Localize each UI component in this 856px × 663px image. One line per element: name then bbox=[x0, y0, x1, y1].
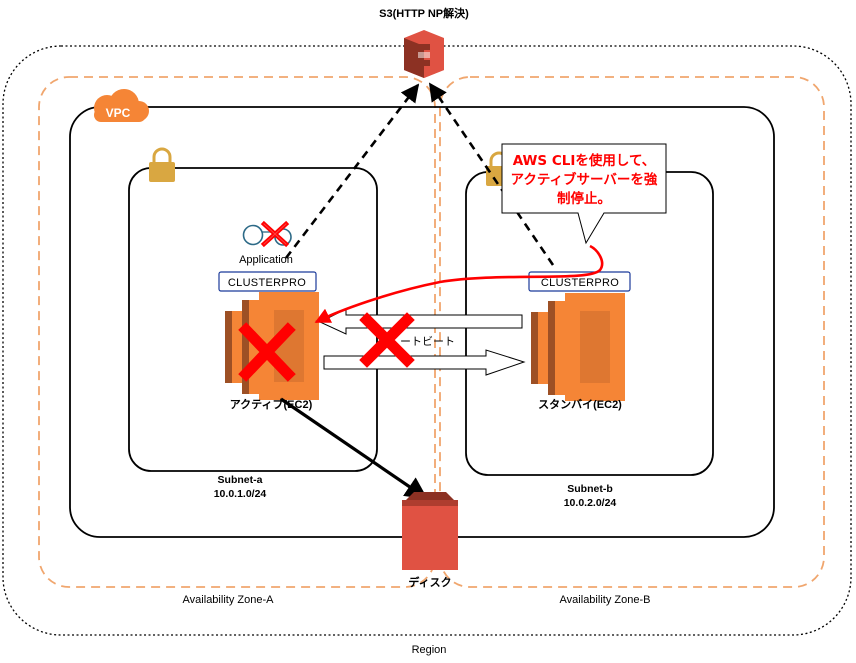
subnet-b-name: Subnet-b bbox=[567, 483, 613, 495]
application-label: Application bbox=[239, 254, 293, 266]
az-b-label: Availability Zone-B bbox=[560, 594, 651, 606]
callout-line-3: 制停止。 bbox=[557, 190, 611, 207]
clusterpro-box-a bbox=[218, 271, 317, 292]
force-stop-arrow bbox=[314, 244, 604, 324]
subnet-a-name: Subnet-a bbox=[218, 474, 263, 486]
dashed-arrow-app-to-s3 bbox=[284, 83, 420, 259]
ec2-instance-icon bbox=[531, 293, 625, 401]
disk-label: ディスク bbox=[408, 575, 451, 589]
callout-line-1: AWS CLIを使用して、 bbox=[513, 152, 656, 169]
callout-line-2: アクティブサーバーを強 bbox=[511, 171, 658, 188]
callout-box bbox=[501, 143, 667, 245]
ebs-disk-icon bbox=[402, 492, 458, 570]
standby-label: スタンバイ(EC2) bbox=[538, 398, 622, 411]
heartbeat-arrow-left bbox=[318, 308, 523, 335]
cross-icon bbox=[238, 322, 296, 382]
region-label: Region bbox=[412, 644, 447, 656]
vpc-cloud-icon: VPC bbox=[94, 89, 149, 122]
active-label: アクティブ(EC2) bbox=[230, 397, 313, 411]
heartbeat-label: ートビート bbox=[400, 335, 455, 348]
cross-icon bbox=[260, 220, 290, 248]
heartbeat-arrow-right bbox=[323, 349, 526, 376]
clusterpro-b-label: CLUSTERPRO bbox=[541, 277, 619, 289]
lock-icon bbox=[149, 147, 175, 182]
az-a-label: Availability Zone-A bbox=[183, 594, 275, 606]
cross-icon bbox=[359, 312, 415, 368]
vpc-label: VPC bbox=[106, 106, 131, 120]
s3-bucket-icon bbox=[404, 30, 444, 78]
s3-label: S3(HTTP NP解決) bbox=[379, 6, 469, 20]
subnet-b-cidr: 10.0.2.0/24 bbox=[564, 497, 617, 509]
availability-zone-a bbox=[38, 76, 436, 588]
clusterpro-a-label: CLUSTERPRO bbox=[228, 277, 306, 289]
subnet-a-cidr: 10.0.1.0/24 bbox=[214, 488, 267, 500]
dashed-arrow-standby-to-s3 bbox=[428, 82, 555, 266]
arrow-active-to-disk bbox=[280, 397, 428, 500]
